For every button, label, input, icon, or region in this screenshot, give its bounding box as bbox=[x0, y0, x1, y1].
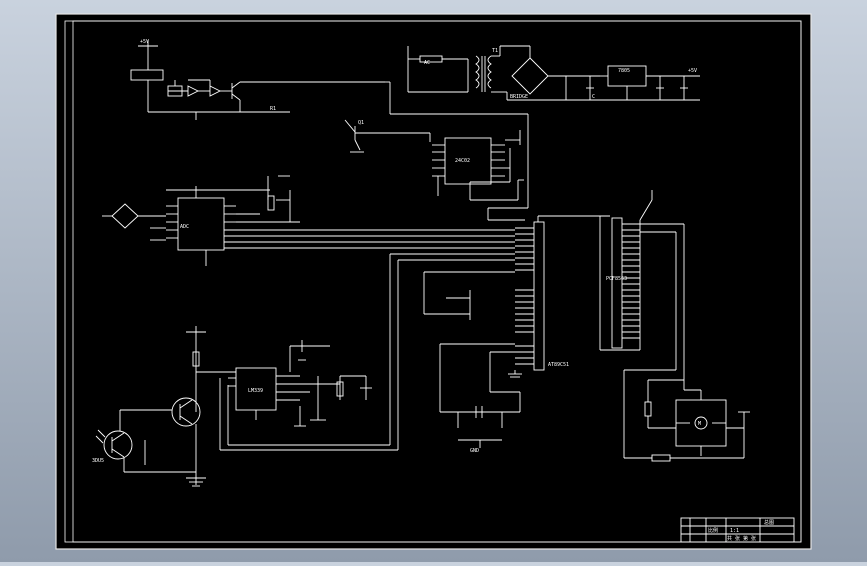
relay-out-label: R1 bbox=[270, 106, 276, 112]
title-block-sheet: 比例 bbox=[708, 527, 718, 534]
drawing-border bbox=[72, 20, 802, 543]
latch-chip bbox=[599, 190, 685, 380]
eeprom-label: 24C02 bbox=[455, 158, 470, 164]
vcc-out-label: +5V bbox=[688, 68, 697, 74]
title-block-material: 共 张 第 张 bbox=[727, 535, 756, 542]
bus-wiring bbox=[219, 253, 521, 451]
adc-chip-label: ADC bbox=[180, 224, 189, 230]
ac-input-label: AC bbox=[424, 60, 430, 66]
bridge-label: BRIDGE bbox=[510, 94, 528, 100]
mcu-chip bbox=[508, 215, 610, 378]
photo-sensor-label: Q1 bbox=[358, 120, 364, 126]
ground-label: GND bbox=[470, 448, 479, 454]
power-supply-circuit bbox=[407, 45, 700, 101]
cap-label: C bbox=[592, 94, 595, 100]
motor-bridge-circuit bbox=[623, 369, 750, 462]
title-block-name: 总图 bbox=[764, 519, 774, 526]
sensor-eeprom-circuit bbox=[344, 114, 529, 221]
comparator-label: LM339 bbox=[248, 388, 263, 394]
photo-comparator-circuit bbox=[95, 326, 372, 487]
adc-circuit bbox=[102, 175, 515, 266]
relay-rail-label: +5V bbox=[140, 39, 149, 45]
mcu-label: AT89C51 bbox=[548, 362, 569, 368]
regulator-label: 7805 bbox=[618, 68, 630, 74]
transformer-label: T1 bbox=[492, 48, 498, 54]
latch-chip-label: PCF8563 bbox=[606, 276, 627, 282]
phototransistor-label: 3DU5 bbox=[92, 458, 104, 464]
title-block bbox=[680, 517, 795, 543]
motor-label: M bbox=[698, 421, 701, 427]
title-block-scale: 1:1 bbox=[730, 528, 739, 534]
relay-driver-circuit bbox=[130, 40, 528, 120]
drawing-sheet bbox=[55, 13, 812, 550]
